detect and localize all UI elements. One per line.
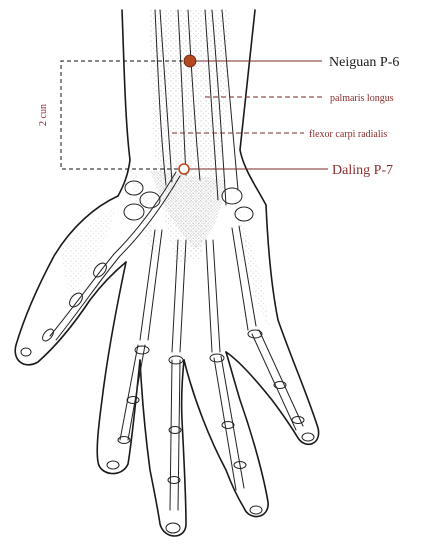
daling-point (179, 164, 189, 174)
palmaris-longus-label: palmaris longus (330, 93, 394, 104)
measurement-label: 2 cun (38, 104, 49, 126)
daling-label: Daling P-7 (332, 163, 393, 178)
flexor-carpi-radialis-label: flexor carpi radialis (309, 129, 387, 140)
neiguan-point (184, 55, 196, 67)
neiguan-label: Neiguan P-6 (329, 55, 399, 70)
